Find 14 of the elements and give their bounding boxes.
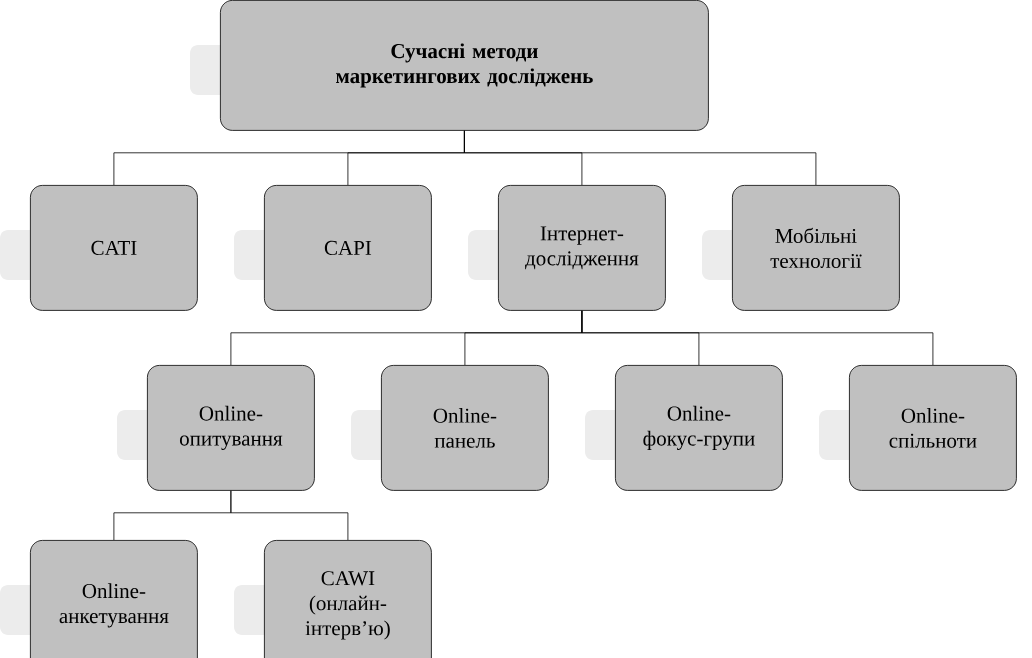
process-box: Інтернет-дослідження	[468, 185, 666, 311]
process-box: Сучасні методи маркетингових досліджень	[190, 0, 709, 131]
connector-line	[464, 130, 817, 186]
process-box: CATI	[0, 185, 198, 311]
process-box: Мобільні технології	[702, 185, 900, 311]
process-box: Online-панель	[351, 365, 549, 491]
process-box: Online-опитування	[117, 365, 315, 491]
connector-line	[230, 490, 349, 541]
process-box: CAWI (онлайн-інтерв’ю)	[234, 540, 432, 658]
process-box: Online-спільноти	[819, 365, 1017, 491]
process-box: CAPI	[234, 185, 432, 311]
process-box: Online-анкетування	[0, 540, 198, 658]
connector-line	[581, 310, 934, 366]
process-box: Online-фокус-групи	[585, 365, 783, 491]
